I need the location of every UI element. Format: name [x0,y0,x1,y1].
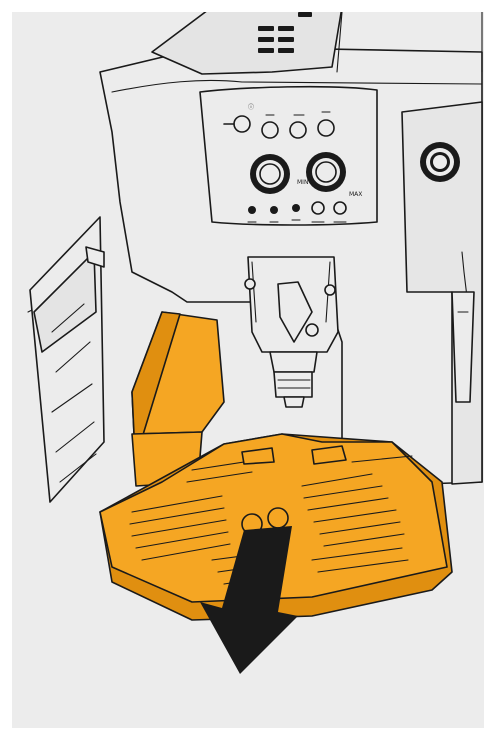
quantity-dial[interactable] [306,152,346,192]
max-label: MAX [349,191,362,198]
illustration-frame: ⓘ MIN MAX [12,12,484,728]
alarm-light [292,204,300,212]
one-cup-button[interactable] [262,122,278,138]
descale-light [248,206,256,214]
coffee-machine-diagram: ⓘ MIN MAX [12,12,484,728]
min-label: MIN [297,179,308,186]
hot-water-button[interactable] [334,202,346,214]
side-door[interactable] [28,217,104,502]
rinse-button[interactable] [312,202,324,214]
power-icon: ⓘ [248,103,254,111]
aroma-dial[interactable] [250,154,290,194]
coffee-spout [245,257,338,407]
steam-knob[interactable] [420,142,460,182]
control-panel: ⓘ MIN MAX [200,87,377,225]
steam-button[interactable] [318,120,334,136]
two-cups-button[interactable] [290,122,306,138]
water-tank-light [270,206,278,214]
